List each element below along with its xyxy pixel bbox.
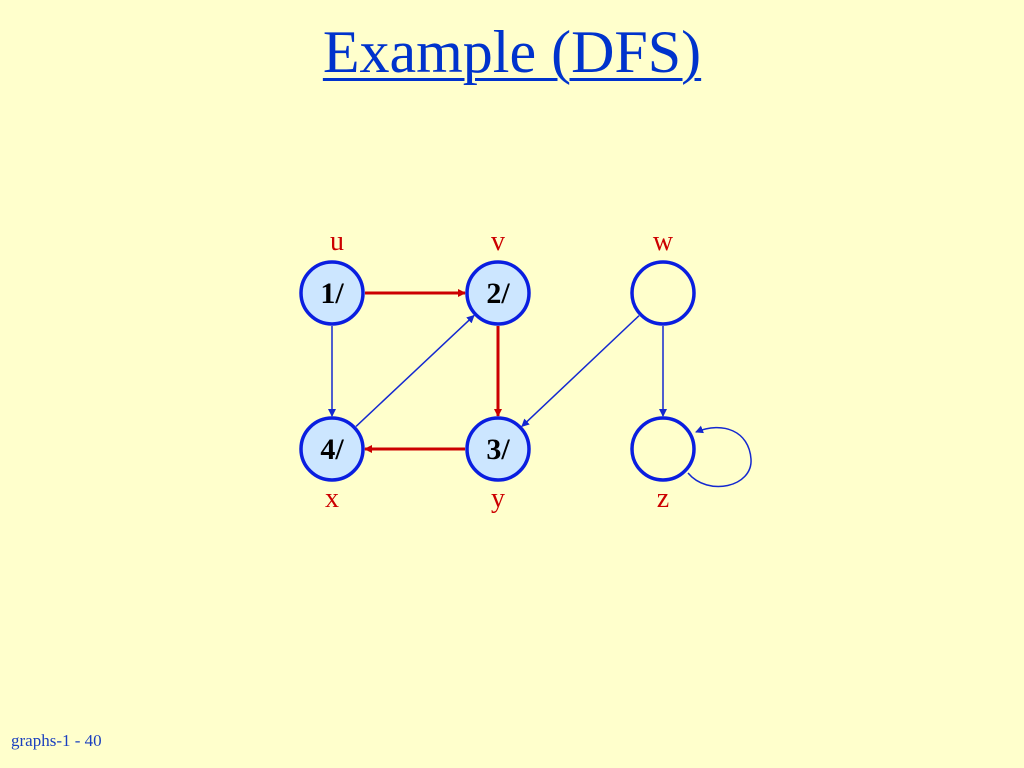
- node-v: 2/v: [465, 226, 531, 326]
- edge-w-y: [521, 315, 640, 428]
- slide-title: Example (DFS): [322, 19, 702, 85]
- self-loop-z: [687, 425, 752, 488]
- node-label: y: [491, 483, 505, 514]
- node-circle: [299, 260, 365, 326]
- node-x: 4/x: [299, 416, 365, 514]
- node-circle: [299, 416, 365, 482]
- node-discovery-time: 3/: [486, 433, 510, 466]
- node-discovery-time: 2/: [486, 277, 510, 310]
- node-label: u: [330, 226, 344, 257]
- node-z: z: [630, 416, 696, 514]
- node-circle: [465, 416, 531, 482]
- node-circle: [630, 260, 696, 326]
- node-label: z: [657, 483, 669, 514]
- edge-x-v: [355, 314, 475, 427]
- node-circle: [465, 260, 531, 326]
- node-label: x: [325, 483, 339, 514]
- node-u: 1/u: [299, 226, 365, 326]
- node-circle: [630, 416, 696, 482]
- node-label: w: [653, 226, 674, 257]
- node-w: w: [630, 226, 696, 326]
- node-label: v: [491, 226, 505, 257]
- slide-number: graphs-1 - 40: [11, 731, 102, 750]
- node-y: 3/y: [465, 416, 531, 514]
- node-discovery-time: 1/: [320, 277, 344, 310]
- node-discovery-time: 4/: [320, 433, 344, 466]
